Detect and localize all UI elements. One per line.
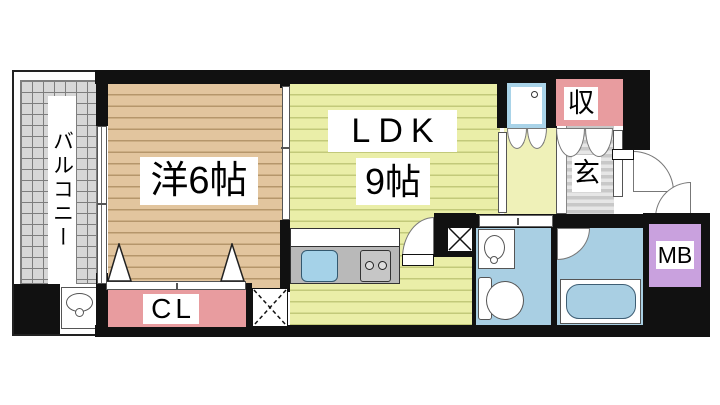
western-room-label: 洋6帖: [140, 157, 258, 205]
partition-wall-lower: [280, 220, 293, 292]
closet-label: CL: [143, 294, 199, 324]
wall-top: [95, 70, 650, 84]
kitchen-sink-icon: [301, 250, 338, 282]
balcony-wall-block: [14, 284, 60, 334]
genkan-label: 玄: [572, 155, 601, 192]
toilet-room-door: [479, 215, 553, 227]
washer-stub-left: [497, 70, 508, 128]
entrance-door-arc-main: [633, 151, 674, 192]
wall-ldk-toilet: [472, 255, 479, 325]
sliding-door-track: [281, 86, 291, 220]
ldk-size-label: 9帖: [356, 158, 430, 205]
toilet-bowl-icon: [486, 281, 524, 320]
balcony-label-strip: バルコニー: [48, 96, 76, 284]
wall-left-upper: [96, 70, 108, 126]
wall-right-upper: [623, 70, 650, 150]
pipe-shaft-icon: [447, 226, 473, 252]
bathtub-icon: [566, 284, 636, 319]
partition-stub-top: [280, 70, 292, 88]
meter-box-label: MB: [656, 241, 694, 269]
washing-machine-pan-icon: [507, 83, 546, 128]
washer-stub-right: [546, 73, 557, 128]
closet-bifold-door-left: [107, 243, 132, 282]
stove-icon: [360, 250, 391, 282]
storage-label: 収: [564, 87, 598, 120]
wall-bottom: [95, 325, 651, 337]
door-leaf: [402, 254, 434, 266]
entrance-frame: [613, 130, 623, 197]
wall-left-lower: [96, 273, 108, 335]
entrance-door-leaf-main: [612, 149, 634, 160]
closet-bifold-door-right: [220, 243, 245, 282]
wall-toilet-bath: [551, 228, 557, 325]
pipe-shaft-dashed-icon: [252, 288, 288, 327]
hand-basin-icon: [478, 229, 515, 269]
hallway-opening: [498, 132, 507, 213]
kitchen-countertop: [290, 228, 400, 247]
wall-closet-right: [246, 283, 252, 327]
balcony-label: バルコニー: [50, 130, 74, 250]
balcony-window: [97, 126, 107, 284]
ldk-label: LDK: [328, 110, 457, 152]
balcony-slop-sink-icon: [61, 287, 98, 329]
closet-track: [106, 281, 246, 290]
